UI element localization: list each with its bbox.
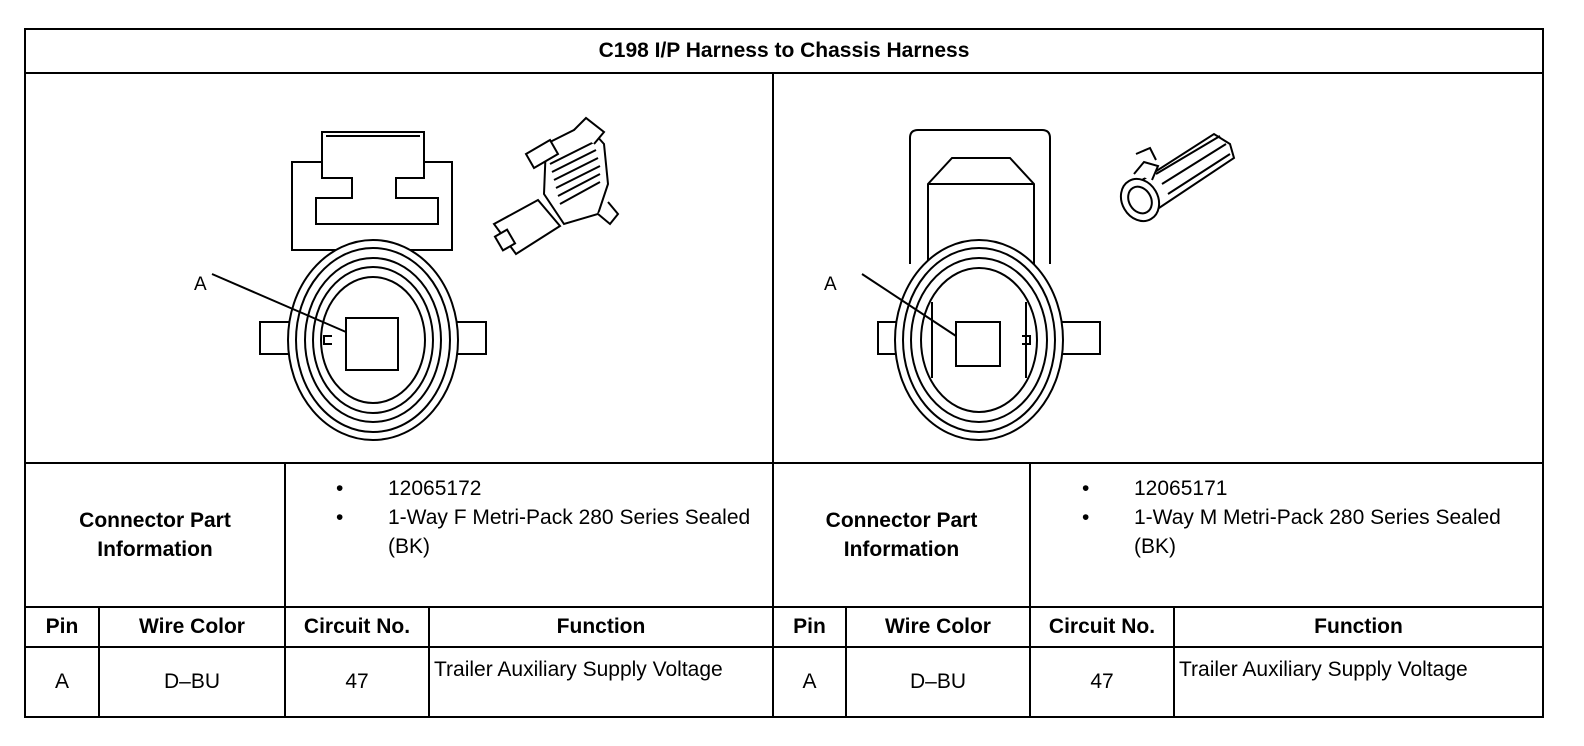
divider bbox=[772, 72, 774, 716]
connector-part-info-label: Connector Part Information bbox=[825, 509, 978, 561]
cell-circuit-no: 47 bbox=[1090, 670, 1114, 693]
header-circuit-no: Circuit No. bbox=[303, 615, 411, 638]
header-circuit-no: Circuit No. bbox=[1048, 615, 1156, 638]
part-info-list: • 12065172 • 1-Way F Metri-Pack 280 Series… bbox=[334, 474, 754, 561]
header-wire-color: Wire Color bbox=[139, 615, 245, 638]
bullet-icon: • bbox=[336, 506, 344, 529]
cell-pin: A bbox=[802, 670, 817, 693]
cell-pin: A bbox=[54, 670, 69, 693]
divider bbox=[284, 462, 286, 716]
divider bbox=[26, 462, 1542, 464]
divider bbox=[98, 606, 100, 716]
header-pin: Pin bbox=[45, 615, 79, 638]
part-info-item: • 12065171 bbox=[1080, 474, 1520, 503]
part-info-item: • 1-Way F Metri-Pack 280 Series Sealed (B… bbox=[334, 503, 754, 561]
divider bbox=[428, 606, 430, 716]
part-info-item: • 12065172 bbox=[334, 474, 754, 503]
part-number: 12065171 bbox=[1134, 477, 1228, 500]
connector-f-perspective-view bbox=[492, 116, 620, 256]
cell-circuit-no: 47 bbox=[345, 670, 369, 693]
part-number: 12065172 bbox=[388, 477, 482, 500]
pin-a-label: A bbox=[194, 274, 207, 295]
header-function: Function bbox=[556, 615, 646, 638]
connector-part-info-label: Connector Part Information bbox=[79, 509, 231, 561]
cell-wire-color: D–BU bbox=[909, 670, 967, 693]
cell-wire-color: D–BU bbox=[163, 670, 221, 693]
connector-m-perspective-view bbox=[1119, 132, 1236, 223]
sheet-title: C198 I/P Harness to Chassis Harness bbox=[598, 39, 970, 62]
divider bbox=[1029, 462, 1031, 716]
part-info-item: • 1-Way M Metri-Pack 280 Series Sealed (B… bbox=[1080, 503, 1520, 561]
connector-f-face-view bbox=[211, 131, 487, 441]
bullet-icon: • bbox=[336, 477, 344, 500]
divider bbox=[1173, 606, 1175, 716]
bullet-icon: • bbox=[1082, 477, 1090, 500]
part-info-list: • 12065171 • 1-Way M Metri-Pack 280 Series… bbox=[1080, 474, 1520, 561]
connector-m-face-view bbox=[861, 129, 1101, 441]
header-pin: Pin bbox=[793, 615, 826, 638]
divider bbox=[845, 606, 847, 716]
bullet-icon: • bbox=[1082, 506, 1090, 529]
cell-function: Trailer Auxiliary Supply Voltage bbox=[1179, 658, 1468, 681]
part-description: 1-Way M Metri-Pack 280 Series Sealed (BK… bbox=[1134, 506, 1501, 558]
header-function: Function bbox=[1314, 615, 1403, 638]
header-wire-color: Wire Color bbox=[885, 615, 991, 638]
divider bbox=[26, 72, 1542, 74]
part-description: 1-Way F Metri-Pack 280 Series Sealed (BK… bbox=[388, 506, 751, 558]
divider bbox=[26, 606, 1542, 608]
pin-a-label: A bbox=[824, 274, 837, 295]
connector-sheet: C198 I/P Harness to Chassis Harness A bbox=[24, 28, 1544, 718]
divider bbox=[26, 646, 1542, 648]
cell-function: Trailer Auxiliary Supply Voltage bbox=[434, 658, 723, 681]
